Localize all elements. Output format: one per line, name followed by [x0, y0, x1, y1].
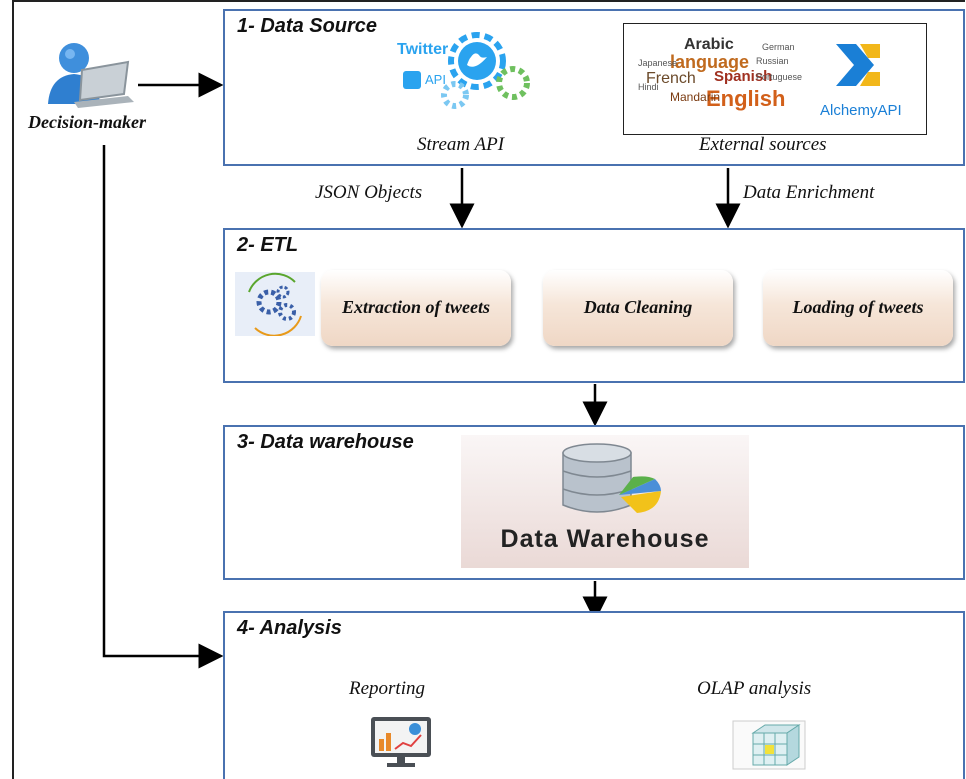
external-sources-image: Arabic language French Spanish English M… — [623, 23, 927, 135]
etl-step-loading: Loading of tweets — [763, 270, 953, 346]
decision-maker-icon — [44, 40, 136, 117]
stage-data-source: 1- Data Source Twitter API Stream API Ar… — [223, 9, 965, 166]
decision-maker-label: Decision-maker — [28, 112, 146, 132]
data-enrichment-label: Data Enrichment — [743, 182, 875, 203]
external-sources-caption: External sources — [699, 134, 827, 155]
word-cloud-term: language — [670, 52, 750, 72]
word-cloud-term: Russian — [756, 56, 789, 66]
diagram-frame — [12, 0, 965, 779]
stage-data-warehouse: 3- Data warehouse Data Warehouse — [223, 425, 965, 580]
word-cloud-term: Portuguese — [756, 72, 803, 82]
data-warehouse-image-text: Data Warehouse — [500, 525, 710, 553]
word-cloud-term: Mandarin — [670, 90, 721, 104]
etl-step-extraction: Extraction of tweets — [321, 270, 511, 346]
twitter-text: Twitter — [397, 41, 449, 58]
word-cloud-term: Japanese — [638, 58, 678, 68]
word-cloud-term: Spanish — [714, 68, 773, 85]
stage-etl: 2- ETL Extraction of tweets Data Cleanin… — [223, 228, 965, 383]
word-cloud-term: French — [646, 70, 696, 87]
stage-title: 3- Data warehouse — [237, 431, 414, 453]
twitter-api-icon: Twitter API — [395, 21, 535, 111]
alchemy-text: AlchemyAPI — [820, 102, 902, 119]
word-cloud-term: German — [762, 42, 795, 52]
gears-cycle-icon — [235, 272, 315, 337]
word-cloud-term: Arabic — [684, 36, 734, 53]
stage-title: 4- Analysis — [237, 617, 342, 639]
word-cloud-term: Hindi — [638, 82, 659, 92]
json-objects-label: JSON Objects — [315, 182, 423, 203]
reporting-caption: Reporting — [349, 678, 425, 699]
etl-step-cleaning: Data Cleaning — [543, 270, 733, 346]
database-icon — [557, 439, 667, 530]
language-word-cloud: Arabic language French Spanish English M… — [636, 28, 816, 128]
olap-cube-icon — [729, 717, 809, 778]
word-cloud-term: English — [706, 86, 786, 111]
alchemy-logo-icon — [830, 38, 890, 97]
reporting-monitor-icon — [369, 715, 433, 774]
stream-api-caption: Stream API — [417, 134, 505, 155]
actor-to-analysis-arrow — [102, 145, 224, 669]
stage-title: 2- ETL — [237, 234, 299, 256]
stage-title: 1- Data Source — [237, 15, 378, 37]
stage-analysis: 4- Analysis Reporting OLAP analysis — [223, 611, 965, 779]
api-text: API — [425, 72, 446, 87]
olap-caption: OLAP analysis — [697, 678, 812, 699]
data-warehouse-image: Data Warehouse — [461, 435, 749, 568]
